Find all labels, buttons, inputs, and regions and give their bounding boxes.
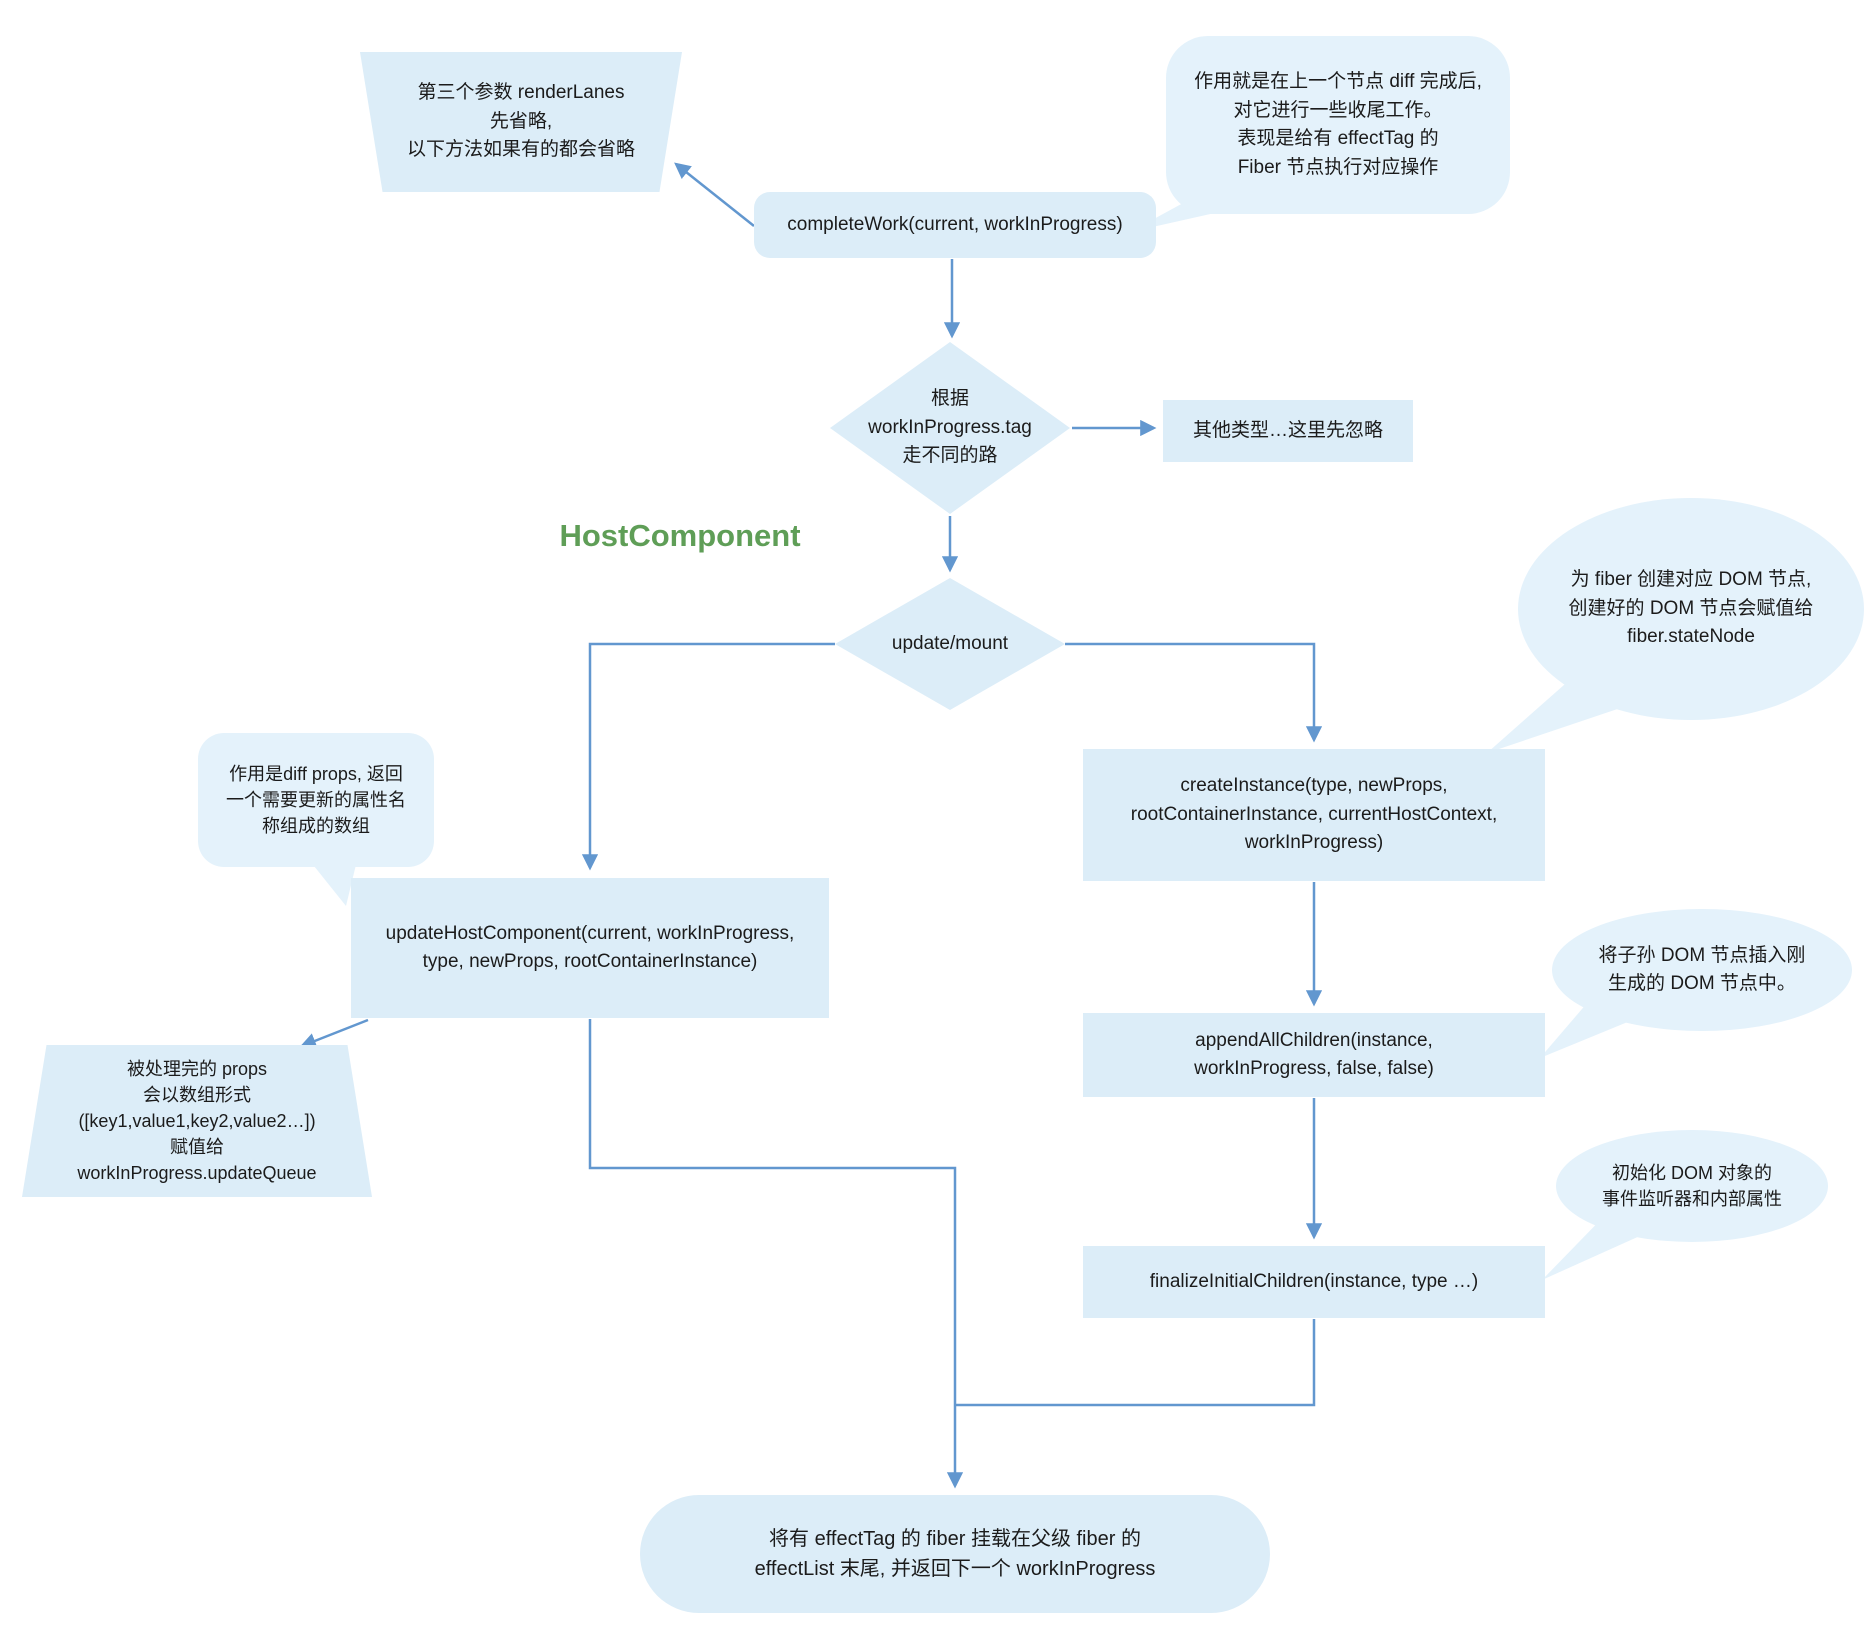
decision-tag-text: 根据 workInProgress.tag 走不同的路 — [868, 388, 1032, 467]
effectlist-label: 将有 effectTag 的 fiber 挂载在父级 fiber 的 effec… — [754, 1528, 1156, 1580]
note-updatequeue-text: 被处理完的 props 会以数组形式 ([key1,value1,key2,va… — [77, 1058, 317, 1184]
finalizeinitialchildren-label: finalizeInitialChildren(instance, type …… — [1149, 1270, 1479, 1292]
decision-updatemount-diamond: update/mount — [835, 578, 1065, 710]
bubble-diffprops: 作用是diff props, 返回 一个需要更新的属性名 称组成的数组 — [198, 733, 434, 867]
updatehostcomponent-label: updateHostComponent(current, workInProgr… — [385, 922, 795, 973]
updatehostcomponent-node: updateHostComponent(current, workInProgr… — [351, 878, 829, 1018]
appendallchildren-label: appendAllChildren(instance, workInProgre… — [1194, 1029, 1434, 1080]
createinstance-node: createInstance(type, newProps, rootConta… — [1083, 749, 1545, 881]
hostcomponent-branch-label: HostComponent — [559, 518, 801, 553]
bubble-createinstance-text: 为 fiber 创建对应 DOM 节点, 创建好的 DOM 节点会赋值给 fib… — [1568, 569, 1814, 648]
bubble-finalize-text: 初始化 DOM 对象的 事件监听器和内部属性 — [1602, 1162, 1782, 1209]
bubble-append-text: 将子孙 DOM 节点插入刚 生成的 DOM 节点中。 — [1598, 944, 1806, 995]
arrow-right-branch-join — [955, 1319, 1316, 1407]
arrow-updatemount-to-updatehost — [581, 642, 835, 871]
arrow-completework-to-note — [674, 162, 755, 227]
bubble-completework: 作用就是在上一个节点 diff 完成后, 对它进行一些收尾工作。 表现是给有 e… — [1166, 36, 1510, 214]
note-render-lanes: 第三个参数 renderLanes 先省略, 以下方法如果有的都会省略 — [360, 52, 682, 192]
arrow-updatemount-to-createinstance — [1065, 642, 1323, 743]
other-types-label: 其他类型…这里先忽略 — [1192, 419, 1383, 441]
bubble-append: 将子孙 DOM 节点插入刚 生成的 DOM 节点中。 — [1552, 909, 1852, 1031]
arrow-left-branch-to-effectlist — [588, 1019, 964, 1489]
finalizeinitialchildren-node: finalizeInitialChildren(instance, type …… — [1083, 1246, 1545, 1318]
bubble-completework-text: 作用就是在上一个节点 diff 完成后, 对它进行一些收尾工作。 表现是给有 e… — [1194, 71, 1482, 178]
decision-updatemount-text: update/mount — [891, 632, 1009, 654]
bubble-finalize: 初始化 DOM 对象的 事件监听器和内部属性 — [1556, 1130, 1828, 1242]
decision-tag-diamond: 根据 workInProgress.tag 走不同的路 — [830, 342, 1070, 514]
completework-label: completeWork(current, workInProgress) — [787, 213, 1123, 235]
note-render-lanes-text: 第三个参数 renderLanes 先省略, 以下方法如果有的都会省略 — [406, 82, 635, 161]
note-updatequeue: 被处理完的 props 会以数组形式 ([key1,value1,key2,va… — [22, 1045, 372, 1197]
effectlist-node: 将有 effectTag 的 fiber 挂载在父级 fiber 的 effec… — [640, 1495, 1270, 1613]
bubble-createinstance: 为 fiber 创建对应 DOM 节点, 创建好的 DOM 节点会赋值给 fib… — [1518, 498, 1864, 720]
createinstance-label: createInstance(type, newProps, rootConta… — [1130, 775, 1498, 854]
appendallchildren-node: appendAllChildren(instance, workInProgre… — [1083, 1013, 1545, 1097]
bubble-diffprops-text: 作用是diff props, 返回 一个需要更新的属性名 称组成的数组 — [226, 763, 406, 837]
completework-node: completeWork(current, workInProgress) — [754, 192, 1156, 258]
other-types-node: 其他类型…这里先忽略 — [1163, 400, 1413, 462]
arrow-updatehost-to-updatequeue — [299, 1018, 369, 1049]
